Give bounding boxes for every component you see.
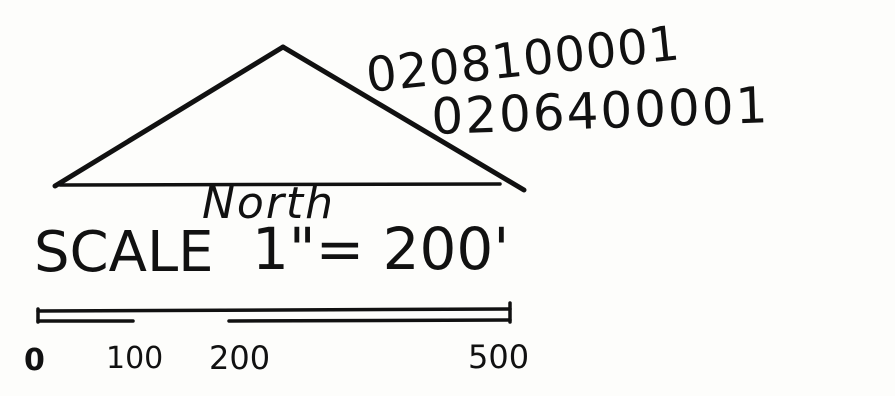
scale-ratio: 1"= 200' — [252, 215, 509, 283]
scale-tick-0: 0 — [24, 343, 45, 378]
scale-bar-bottom-right — [227, 318, 512, 323]
north-arrow-base — [58, 182, 502, 187]
parcel-number-2: 0206400001 — [430, 76, 770, 146]
scale-bar-top-line — [36, 307, 512, 313]
parcel-numbers: 0208100001 0206400001 — [363, 15, 770, 146]
scale-tick-500: 500 — [468, 338, 529, 376]
scale-tick-200: 200 — [209, 339, 270, 377]
scale-bar-labels: 0 100 200 500 — [24, 338, 529, 378]
scale-statement: SCALE 1"= 200' — [34, 215, 509, 285]
scale-label: SCALE — [34, 220, 214, 285]
scale-tick-100: 100 — [106, 341, 163, 376]
scale-bar — [36, 301, 512, 324]
north-arrow-right-edge — [280, 44, 527, 193]
north-label: North — [202, 178, 335, 229]
north-arrow-left-edge — [52, 44, 286, 189]
north-arrow: North — [52, 44, 527, 229]
